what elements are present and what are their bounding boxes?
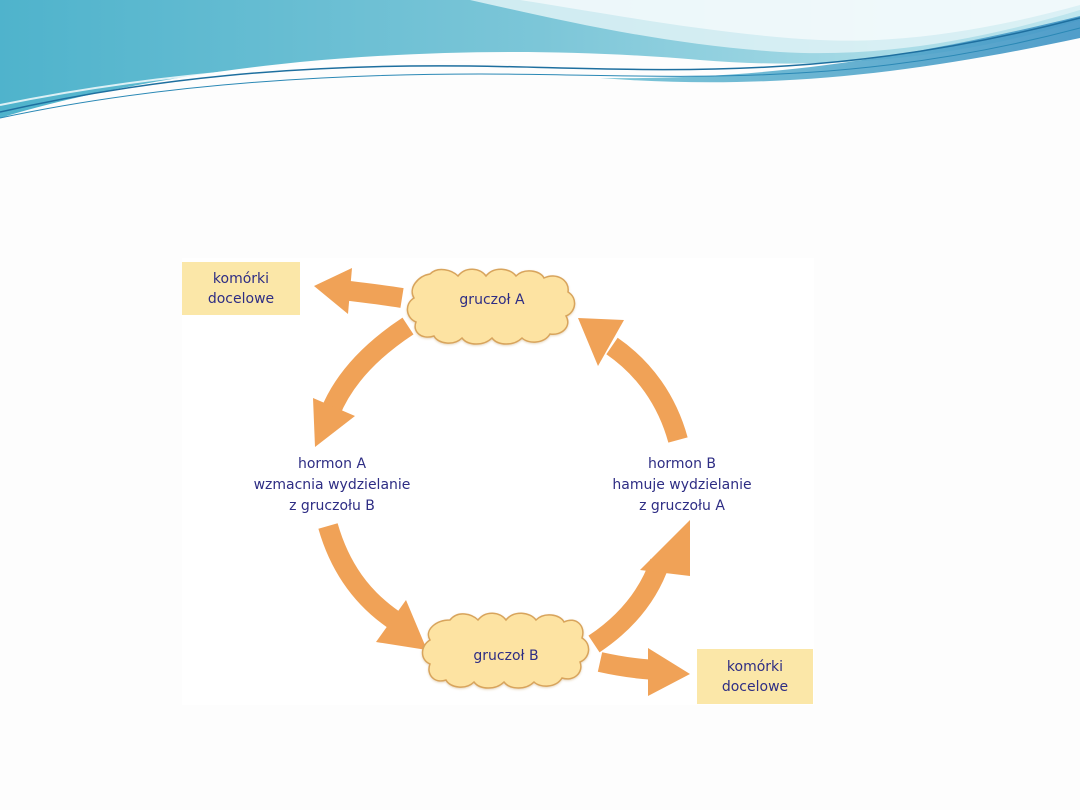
gland-a-icon: [406, 268, 576, 345]
arrow-to-gland-a: [578, 318, 688, 443]
hormone-b-line2: hamuje wydzielanie: [612, 477, 752, 493]
gland-b-icon: [421, 612, 590, 689]
header-wave-decoration: [0, 0, 1080, 119]
target-cells-bottom-line2: docelowe: [721, 678, 789, 695]
target-cells-top: komórki docelowe: [182, 262, 300, 315]
target-cells-top-line2: docelowe: [207, 290, 275, 307]
arrow-gland-b-up: [588, 520, 690, 653]
target-cells-bottom-line1: komórki: [726, 658, 784, 675]
hormone-a-line2: wzmacnia wydzielanie: [253, 477, 411, 493]
arrow-gland-a-down: [313, 317, 414, 447]
hormone-a-description: hormon A wzmacnia wydzielanie z gruczołu…: [222, 454, 442, 517]
hormone-a-line3: z gruczołu B: [289, 498, 375, 514]
hormone-b-line3: z gruczołu A: [639, 498, 725, 514]
hormone-b-line1: hormon B: [647, 456, 717, 472]
target-cells-top-line1: komórki: [212, 270, 270, 287]
feedback-diagram: komórki docelowe komórki docelowe gruczo…: [182, 258, 814, 705]
arrow-to-target-bottom: [597, 648, 690, 696]
arrow-to-target-top: [314, 268, 404, 314]
arrow-to-gland-b: [318, 523, 427, 650]
hormone-b-description: hormon B hamuje wydzielanie z gruczołu A: [582, 454, 782, 517]
target-cells-bottom: komórki docelowe: [697, 649, 813, 704]
gland-a-label: gruczoł A: [459, 292, 525, 308]
gland-b-label: gruczoł B: [473, 648, 539, 664]
hormone-a-line1: hormon A: [297, 456, 367, 472]
